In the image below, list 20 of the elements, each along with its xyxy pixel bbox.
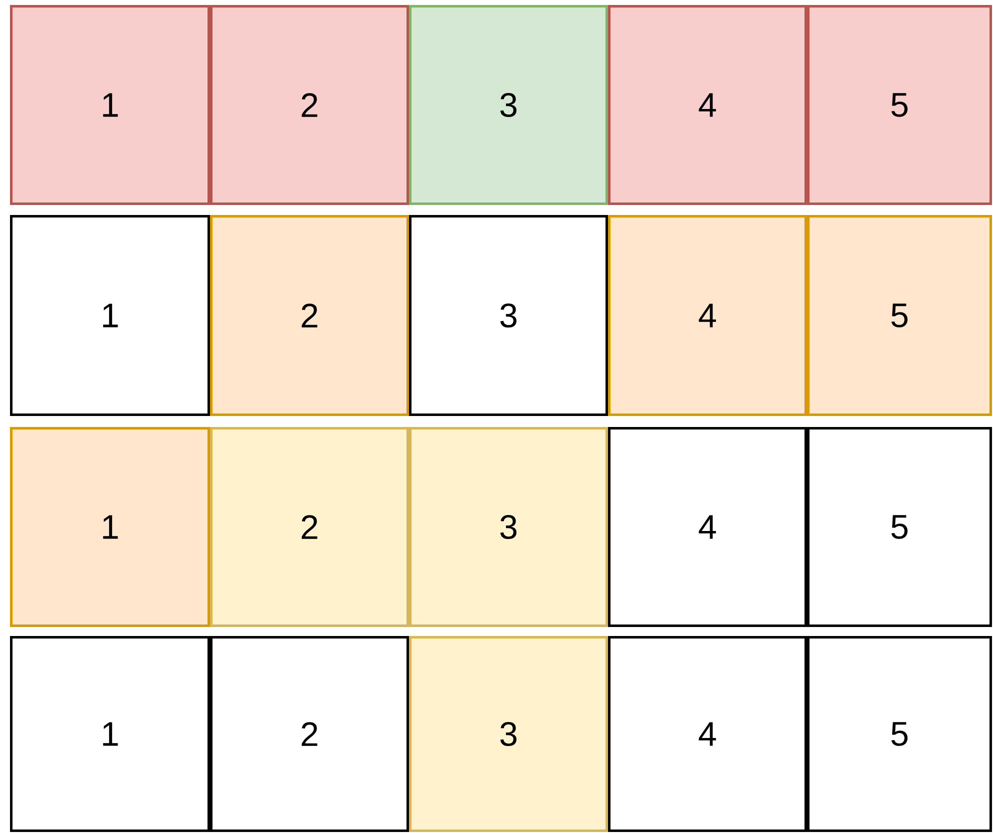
grid-cell: 1	[10, 5, 210, 205]
grid-cell: 2	[210, 5, 409, 205]
grid-cell: 1	[10, 427, 210, 627]
grid-cell: 2	[210, 427, 409, 627]
grid-cell: 5	[807, 215, 992, 416]
grid-cell: 3	[409, 5, 608, 205]
grid-cell: 3	[409, 427, 608, 627]
grid-cell: 4	[608, 636, 807, 832]
grid-cell: 4	[608, 5, 807, 205]
grid-cell: 5	[807, 636, 992, 832]
grid-cell: 2	[210, 636, 409, 832]
grid-cell: 2	[210, 215, 409, 416]
grid-cell: 5	[807, 427, 992, 627]
grid-cell: 1	[10, 636, 210, 832]
grid-cell: 1	[10, 215, 210, 416]
grid-cell: 3	[409, 636, 608, 832]
grid-cell: 5	[807, 5, 992, 205]
grid-cell: 4	[608, 427, 807, 627]
grid-cell: 3	[409, 215, 608, 416]
grid-cell: 4	[608, 215, 807, 416]
